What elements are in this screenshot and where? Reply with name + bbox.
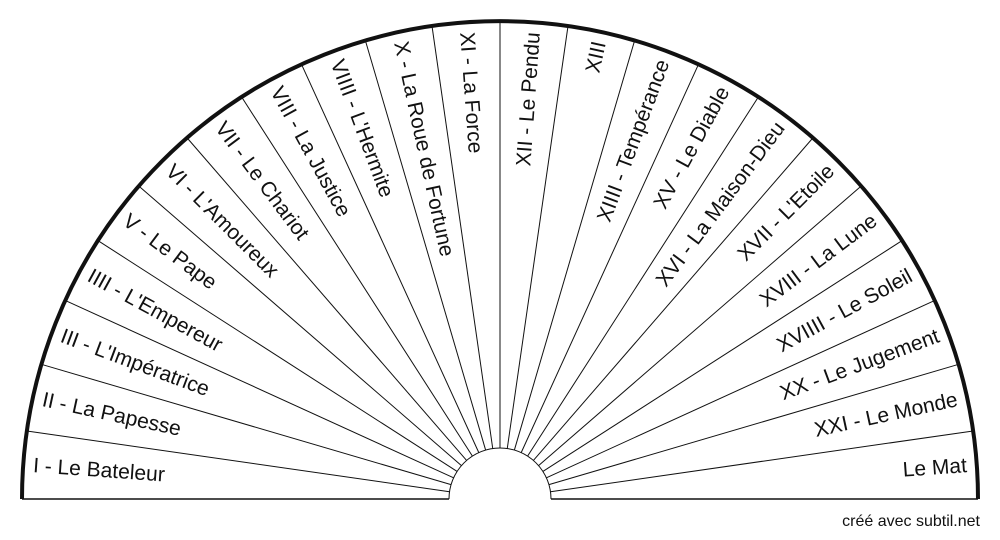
sector-label: II - La Papesse [40,388,183,440]
sector-label: V - Le Pape [118,209,221,294]
sector-label: XI - La Force [455,31,487,154]
sector-divider [26,430,450,493]
sector-divider [533,137,814,461]
sector-label: I - Le Bateleur [32,454,165,486]
sector-divider [64,299,454,479]
sector-divider [41,363,452,486]
sector-divider [186,137,467,461]
sector-divider [138,185,462,466]
sector-divider [546,299,936,479]
sector-divider [538,185,862,466]
sector-divider [527,96,759,457]
sector-divider [506,25,569,449]
sector-divider [542,240,903,472]
sector-label: XII - Le Pendu [512,31,545,167]
sector-divider [550,430,974,493]
sector-divider [520,63,700,453]
sector-divider [431,25,494,449]
sector-label: XXI - Le Monde [812,388,959,441]
inner-hub-arc [448,447,552,500]
sector-divider [364,40,487,451]
sector-label: XIII [582,39,611,75]
outer-arc [20,19,980,500]
sector-divider-lines [26,21,974,493]
sector-label: X - La Roue de Fortune [389,39,458,258]
sector-divider [513,40,636,451]
sector-divider [97,240,458,472]
sector-label: Le Mat [902,454,968,482]
sector-divider [241,96,473,457]
sector-divider [548,363,959,486]
sector-divider [300,63,480,453]
credit-text: créé avec subtil.net [842,513,980,530]
